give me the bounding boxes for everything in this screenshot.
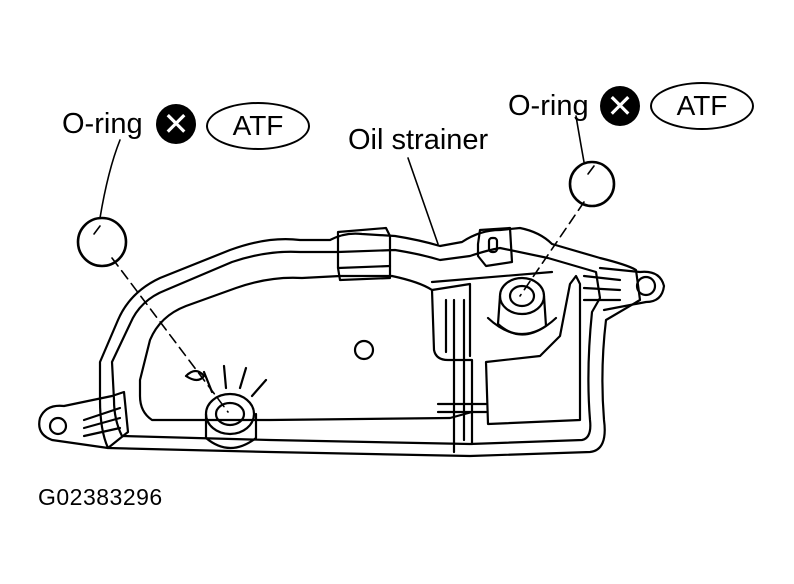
atf-badge-right: ATF: [650, 82, 754, 130]
right-oring-mark: [587, 165, 595, 175]
left-ear-rib-3: [82, 426, 122, 438]
right-outlet-top: [498, 276, 546, 316]
small-tab-slot: [487, 236, 499, 254]
strainer-leader: [407, 157, 439, 245]
right-oring: [568, 160, 616, 208]
right-outlet-inner: [508, 284, 536, 308]
strainer-panel-outline: [138, 274, 474, 422]
left-ear-rib-1: [82, 406, 122, 422]
right-outlet-body: [496, 294, 548, 336]
left-oring-mark: [93, 225, 101, 235]
oil-strainer-label: Oil strainer: [348, 124, 489, 156]
center-hole: [353, 339, 375, 361]
divider-line-h: [430, 270, 554, 284]
oring-label-right: O-ring: [508, 90, 589, 122]
left-centerline: [111, 257, 229, 413]
right-oring-leader: [575, 115, 585, 163]
strainer-outer-outline: [98, 226, 642, 458]
left-inlet-fin-4: [250, 378, 268, 398]
small-tab: [476, 226, 514, 268]
right-mounting-ear: [598, 266, 666, 312]
left-ear-rib-2: [82, 416, 122, 430]
strainer-inner-outline: [110, 246, 602, 446]
x-circle-icon: ✕: [156, 104, 196, 144]
right-ear-rib-2: [582, 286, 622, 292]
left-inlet-fin-2: [222, 364, 228, 390]
right-ear-rib-1: [582, 274, 622, 282]
left-mounting-hole: [48, 416, 68, 436]
left-inlet-inner: [214, 401, 246, 427]
left-oring: [76, 216, 128, 268]
right-centerline: [519, 201, 585, 297]
left-oring-leader: [99, 139, 121, 219]
left-inlet-top: [204, 392, 256, 436]
top-boss-edge: [336, 264, 392, 270]
right-mounting-hole: [635, 275, 657, 297]
left-inlet-body: [204, 412, 258, 450]
figure-code: G02383296: [38, 484, 163, 510]
left-small-hole: [184, 369, 206, 382]
right-outlet-collar: [486, 316, 558, 336]
left-mounting-ear: [38, 390, 130, 450]
strainer-right-chamber: [484, 274, 582, 426]
atf-badge-left: ATF: [206, 102, 310, 150]
left-inlet-fin-3: [238, 366, 248, 390]
x-circle-icon: ✕: [600, 86, 640, 126]
divider-line-a: [430, 282, 472, 358]
oring-label-left: O-ring: [62, 108, 143, 140]
